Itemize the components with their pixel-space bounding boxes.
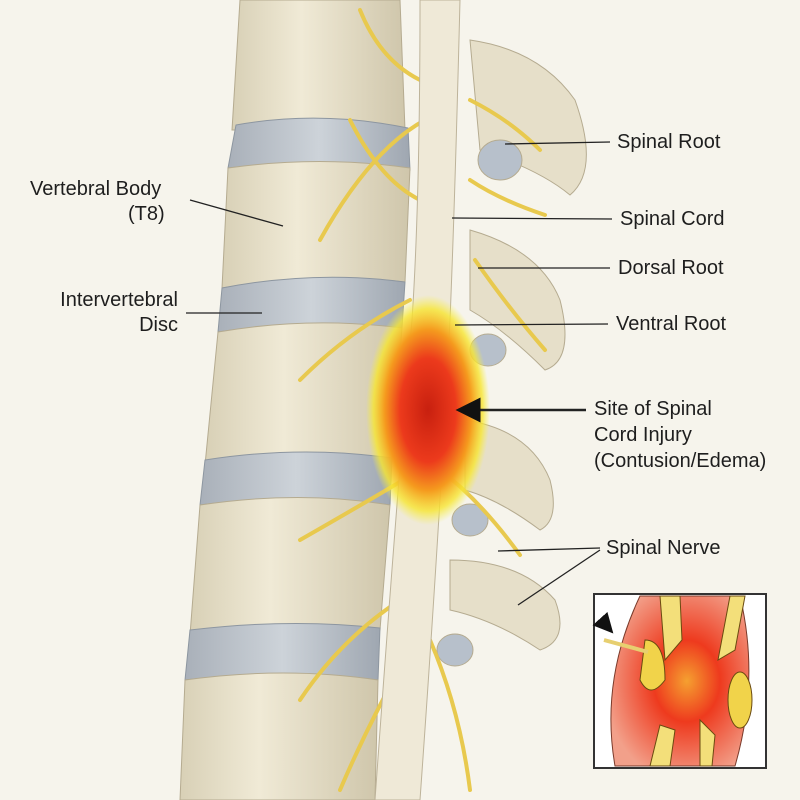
label-ventral-root: Ventral Root xyxy=(616,313,727,335)
spinous-processes xyxy=(436,39,587,667)
vertebral-column xyxy=(179,0,411,800)
label-spinal-cord: Spinal Cord xyxy=(620,208,725,230)
injury-site xyxy=(366,295,490,525)
label-vertebral-body-level: (T8) xyxy=(128,203,165,225)
injury-line-2: Cord Injury xyxy=(594,424,692,446)
label-dorsal-root: Dorsal Root xyxy=(618,257,724,279)
disc-line-2: Disc xyxy=(139,314,178,336)
injury-inset xyxy=(592,593,767,769)
injury-line-3: (Contusion/Edema) xyxy=(594,450,767,472)
label-vertebral-body: Vertebral Body xyxy=(30,178,162,200)
label-intervertebral-disc: Intervertebral Disc xyxy=(60,288,178,338)
nerves xyxy=(298,8,547,792)
injury-line-1: Site of Spinal xyxy=(594,398,712,420)
disc-line-1: Intervertebral xyxy=(60,289,178,311)
leader-lines xyxy=(186,141,613,606)
label-spinal-root: Spinal Root xyxy=(617,131,721,153)
label-spinal-nerve: Spinal Nerve xyxy=(606,537,721,559)
label-injury-site: Site of Spinal Cord Injury (Contusion/Ed… xyxy=(594,397,766,474)
